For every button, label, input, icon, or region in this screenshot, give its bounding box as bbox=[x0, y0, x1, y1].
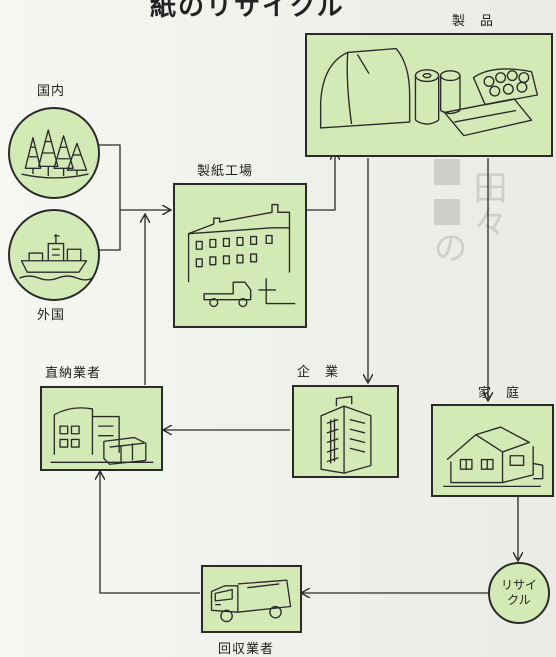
label-foreign: 外国 bbox=[37, 308, 66, 323]
arrow-foreign-to-mill bbox=[97, 210, 121, 251]
node-households bbox=[431, 404, 554, 497]
node-foreign-ship bbox=[8, 209, 100, 301]
warehouse-icon bbox=[50, 407, 154, 465]
label-companies: 企 業 bbox=[297, 365, 340, 380]
label-domestic: 国内 bbox=[37, 84, 66, 99]
factory-icon bbox=[187, 203, 296, 308]
arrow-mill-to-products bbox=[307, 152, 335, 211]
node-companies bbox=[292, 385, 399, 478]
node-paper-mill bbox=[173, 183, 307, 328]
label-households: 家 庭 bbox=[478, 386, 521, 401]
cargo-ship-icon bbox=[19, 233, 93, 281]
node-domestic-forest bbox=[8, 107, 100, 199]
label-direct-dealer: 直納業者 bbox=[45, 366, 102, 381]
arrow-domestic-to-mill bbox=[97, 144, 170, 210]
garbage-truck-icon bbox=[210, 579, 292, 623]
label-paper-mill: 製紙工場 bbox=[197, 164, 254, 179]
background-bleed-text: ■■の bbox=[427, 150, 467, 264]
arrow-collector-to-dealer bbox=[100, 472, 200, 594]
house-icon bbox=[443, 426, 544, 488]
node-recycle: リサイ クル bbox=[488, 562, 550, 624]
office-building-icon bbox=[320, 395, 372, 474]
forest-icon bbox=[21, 129, 89, 179]
node-products bbox=[305, 33, 553, 157]
label-products: 製 品 bbox=[452, 14, 495, 29]
recycle-label-line1: リサイ bbox=[500, 578, 537, 592]
node-collector bbox=[201, 565, 302, 633]
background-bleed-text: 田々 bbox=[467, 170, 507, 238]
recycle-label-line2: クル bbox=[507, 593, 531, 607]
label-collector: 回収業者 bbox=[218, 642, 275, 657]
diagram-title: 紙のリサイクル bbox=[150, 0, 345, 22]
node-direct-dealer bbox=[40, 386, 163, 471]
paper-products-icon bbox=[319, 47, 539, 137]
